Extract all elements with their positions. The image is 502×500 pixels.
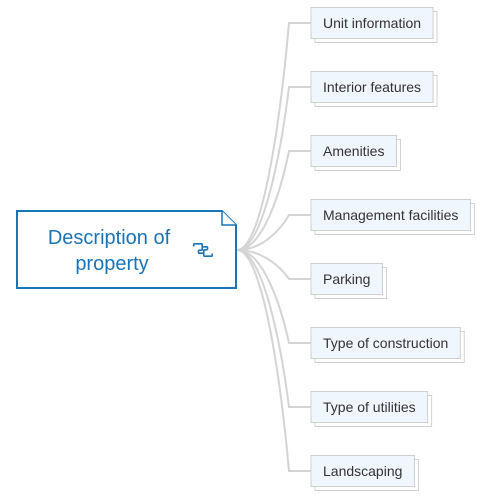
subtopic-7[interactable]: Type of utilities [310,391,433,427]
subtopic-3[interactable]: Amenities [310,135,401,171]
subtopic-label: Type of construction [323,335,448,351]
subtopic-5[interactable]: Parking [310,263,387,299]
subtopic-1[interactable]: Unit information [310,7,438,43]
subtopic-4[interactable]: Management facilities [310,199,475,235]
connector-line [236,249,312,472]
subtopic-label: Interior features [323,79,421,95]
subtopic-6[interactable]: Type of construction [310,327,465,363]
subtopic-box [310,199,471,231]
subtopic-box [310,7,434,39]
root-topic-title-line-2: property [75,253,148,275]
subtopic-8[interactable]: Landscaping [310,455,419,491]
subtopic-label: Unit information [323,15,421,31]
subtopic-2[interactable]: Interior features [310,71,438,107]
subtopic-label: Type of utilities [323,399,416,415]
subtopic-label: Parking [323,271,370,287]
root-topic-folded-corner [221,211,236,226]
subtopic-box [310,327,461,359]
root-topic-box [16,210,237,289]
root-topic[interactable]: Description of property [16,210,237,289]
connector-line [236,214,312,251]
linked-topic-icon[interactable] [193,243,213,257]
subtopic-box [310,391,429,423]
connector-line [236,150,312,251]
connector-lines [236,22,312,472]
connector-line [236,22,312,251]
connector-line [236,249,312,408]
subtopic-label: Amenities [323,143,384,159]
connector-line [236,86,312,251]
subtopic-box [310,455,415,487]
connector-line [236,249,312,344]
subtopic-label: Management facilities [323,207,458,223]
subtopic-box [310,135,397,167]
connector-line [236,249,312,280]
subtopic-box [310,263,383,295]
root-topic-title-line-1: Description of [48,227,171,249]
subtopic-box [310,71,434,103]
subtopic-label: Landscaping [323,463,402,479]
